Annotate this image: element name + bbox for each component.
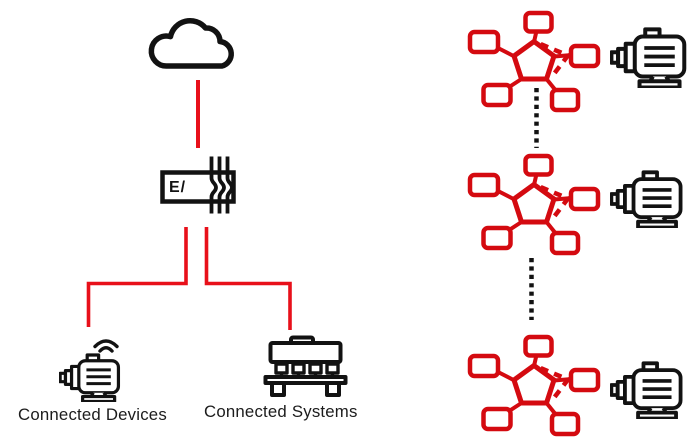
ring-network-cluster-icon xyxy=(470,13,598,110)
motor-icon xyxy=(610,361,683,419)
edge-branch-links xyxy=(86,227,292,330)
machine-bench-icon xyxy=(263,335,348,397)
ring-network-cluster-icon xyxy=(470,156,598,253)
motor-with-wifi-icon xyxy=(59,339,121,402)
motor-icon xyxy=(611,29,684,87)
edge-gateway-label: E/ xyxy=(169,179,187,196)
connected-devices-label: Connected Devices xyxy=(18,405,167,424)
motor-icon xyxy=(610,170,683,228)
connected-systems-label: Connected Systems xyxy=(204,402,358,421)
cloud-icon xyxy=(148,17,234,69)
ring-network-cluster-icon xyxy=(470,337,598,434)
edge-gateway-icon xyxy=(160,156,236,214)
